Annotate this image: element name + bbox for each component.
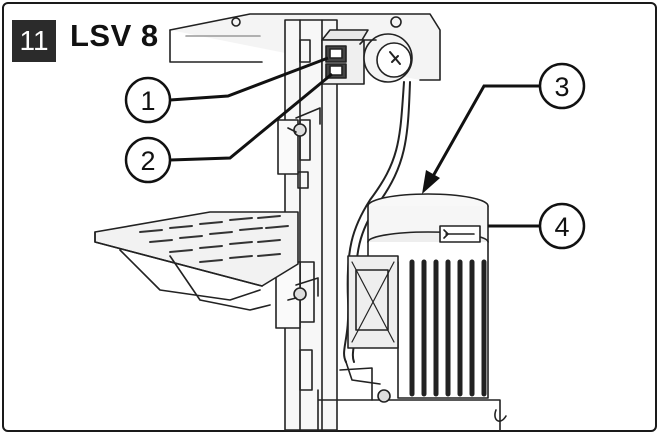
table-perforations xyxy=(139,215,289,263)
motor-base xyxy=(317,361,507,431)
callout-4: 4 xyxy=(538,202,586,250)
work-table xyxy=(94,211,299,311)
callout-1-label: 1 xyxy=(140,86,155,116)
callout-1: 1 xyxy=(124,76,172,124)
callout-4-label: 4 xyxy=(554,212,569,242)
callout-leaders xyxy=(169,56,540,228)
arrowheads xyxy=(422,170,440,194)
callout-2: 2 xyxy=(124,136,172,184)
figure-title: LSV 8 xyxy=(70,18,159,53)
callout-3-label: 3 xyxy=(554,72,569,102)
motor-plug xyxy=(359,16,413,83)
motor-cooling-fins xyxy=(409,259,487,397)
figure-number-badge: 11 xyxy=(12,20,56,62)
fan-guard xyxy=(347,255,399,349)
callout-3: 3 xyxy=(538,62,586,110)
callout-2-label: 2 xyxy=(140,146,155,176)
